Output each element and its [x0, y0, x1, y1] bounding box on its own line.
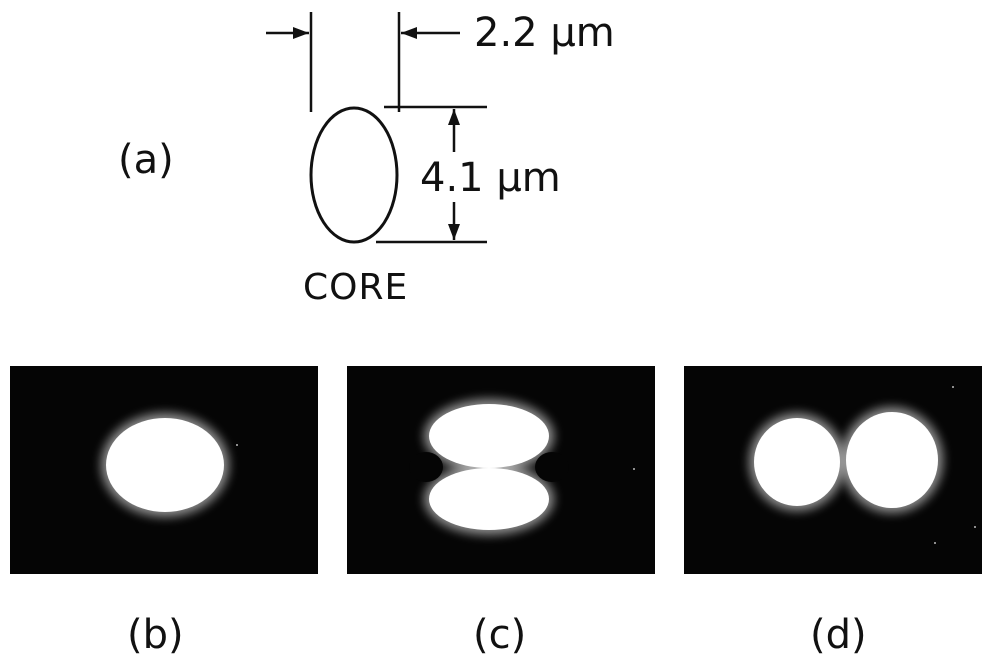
width-dimension-label: 2.2 μm — [474, 10, 615, 56]
panel-a-label: (a) — [118, 137, 174, 183]
mode-pattern-b — [10, 366, 318, 574]
mode-notch-left — [409, 452, 443, 482]
width-arrowhead-right — [401, 27, 417, 39]
mode-lobe — [106, 418, 224, 512]
mode-pattern-c — [347, 366, 655, 574]
width-arrowhead-left — [293, 27, 309, 39]
height-dimension-label: 4.1 μm — [420, 155, 561, 201]
core-label: CORE — [303, 267, 409, 308]
mode-notch-right — [535, 452, 569, 482]
panel-d-label: (d) — [810, 612, 867, 658]
core-ellipse — [309, 106, 399, 244]
height-arrowhead-top — [448, 109, 460, 125]
mode-pattern-d — [684, 366, 982, 574]
mode-lobe-left — [754, 418, 840, 506]
mode-lobe-lower — [429, 468, 549, 530]
mode-lobe-upper — [429, 404, 549, 468]
panel-c-label: (c) — [473, 612, 527, 658]
panel-b-label: (b) — [127, 612, 184, 658]
height-arrowhead-bottom — [448, 224, 460, 240]
core-schematic — [266, 12, 487, 244]
mode-lobe-right — [846, 412, 938, 508]
